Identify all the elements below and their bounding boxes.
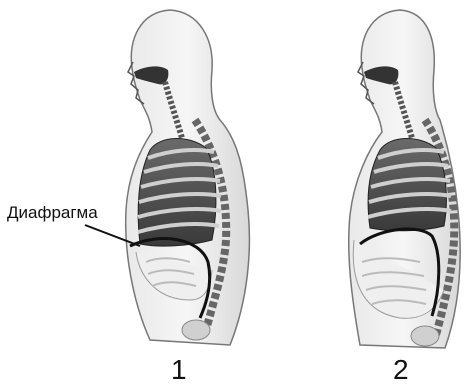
figure-1-torso <box>126 10 250 345</box>
diaphragm-label: Диафрагма <box>7 203 98 223</box>
figure-1-number: 1 <box>171 354 187 386</box>
figure-2-number: 2 <box>393 354 409 386</box>
figure-1-pelvis <box>182 320 210 340</box>
figure-2-pelvis <box>411 326 439 346</box>
figure-2-torso <box>349 10 460 348</box>
